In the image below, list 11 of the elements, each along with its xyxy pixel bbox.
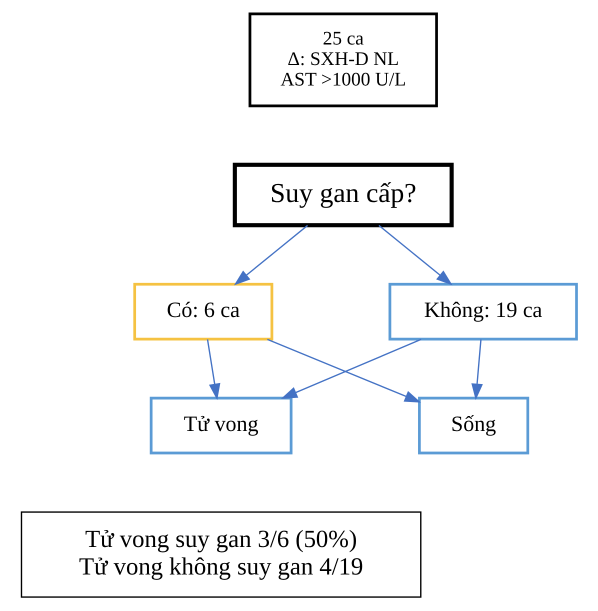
node-box: Suy gan cấp? bbox=[232, 162, 454, 228]
arrow bbox=[378, 224, 453, 286]
node-box: Có: 6 ca bbox=[133, 282, 274, 340]
node-box: Không: 19 ca bbox=[388, 282, 578, 340]
arrow bbox=[471, 339, 483, 400]
node-box: 25 ca Δ: SXH-D NL AST >1000 U/L bbox=[248, 12, 438, 108]
arrow bbox=[234, 224, 308, 286]
node-box: Sống bbox=[418, 396, 530, 454]
arrow bbox=[206, 339, 220, 400]
node-box: Tử vong suy gan 3/6 (50%) Tử vong không suy gan 4/19 bbox=[20, 511, 422, 598]
node-box: Tử vong bbox=[150, 396, 292, 454]
